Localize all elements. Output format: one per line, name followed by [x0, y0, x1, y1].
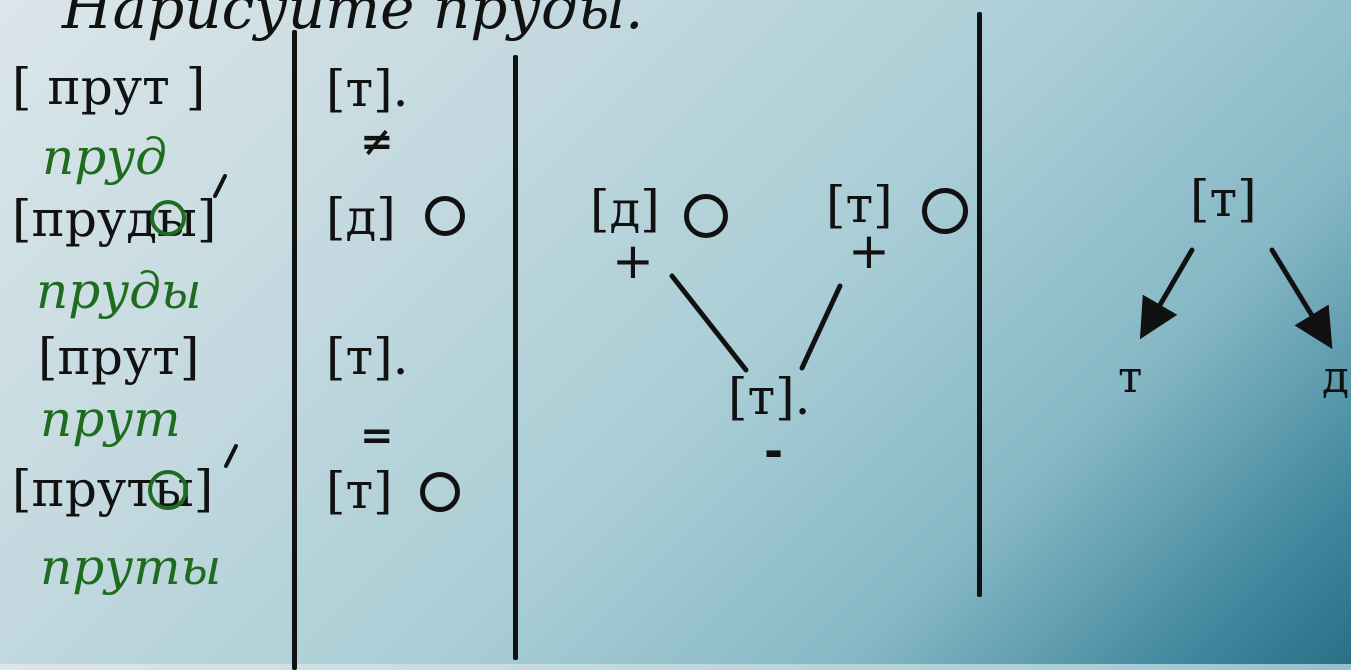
diagram1-left-sound: [д]	[590, 180, 660, 238]
diagram2-right-letter: д	[1322, 352, 1350, 403]
word-prudy: пруды	[36, 262, 202, 320]
stress-mark-1	[213, 174, 227, 198]
stress-mark-2	[224, 444, 238, 468]
sound-t-2: [т].	[326, 328, 409, 386]
diagram1-right-line	[799, 283, 843, 371]
transcription-prut-1: [ прут ]	[12, 58, 206, 116]
diagram1-left-plus: +	[612, 232, 654, 290]
diagram1-bottom-sound: [т].	[728, 368, 811, 426]
equal-sign: =	[360, 412, 394, 459]
diagram1-right-plus: +	[848, 222, 890, 280]
word-pruty: пруты	[40, 538, 222, 596]
diagram2-left-letter: т	[1118, 352, 1143, 403]
circle-marker-1	[425, 196, 465, 236]
divider-2	[513, 55, 518, 660]
diagram2-right-arrow	[1269, 247, 1333, 350]
diagram1-left-line	[669, 273, 749, 373]
diagram1-right-circle	[922, 188, 968, 234]
divider-3	[977, 12, 982, 597]
diagram1-right-sound: [т]	[826, 176, 893, 234]
not-equal-sign: ≠	[360, 118, 394, 165]
diagram1-minus: -	[764, 424, 784, 478]
page-title: Нарисуйте пруды.	[62, 0, 644, 42]
diagram1-left-circle	[684, 194, 728, 238]
sound-d: [д]	[326, 188, 396, 246]
sound-t-1: [т].	[326, 60, 409, 118]
highlight-circle-d	[150, 200, 186, 236]
word-prud: пруд	[42, 128, 167, 186]
diagram2-top-sound: [т]	[1190, 170, 1257, 228]
sound-t-3: [т]	[326, 462, 393, 520]
diagram2-left-arrow	[1139, 247, 1195, 340]
divider-1	[292, 30, 297, 670]
transcription-prut-2: [прут]	[38, 328, 200, 386]
word-prut: прут	[40, 390, 181, 448]
circle-marker-2	[420, 472, 460, 512]
highlight-circle-t	[148, 470, 188, 510]
